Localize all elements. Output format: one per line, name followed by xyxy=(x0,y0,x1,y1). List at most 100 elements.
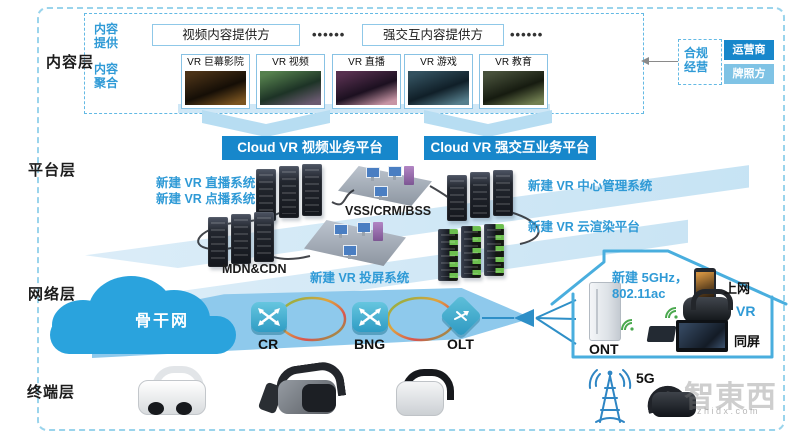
rack-group-video xyxy=(256,164,325,221)
tower-5g-icon xyxy=(588,369,632,423)
rack-group-mgmt xyxy=(447,170,516,221)
thumb-card-game: VR 游戏 xyxy=(404,54,473,109)
wifi-label-line1: 新建 5GHz， xyxy=(612,270,688,285)
olt-switch-icon xyxy=(439,294,483,338)
compliance-arrow-line xyxy=(648,61,678,62)
layer-label-platform: 平台层 xyxy=(28,162,77,179)
backbone-cloud xyxy=(50,316,236,354)
compliance-line1: 合规 xyxy=(684,46,709,60)
thumb-card-cinema: VR 巨幕影院 xyxy=(181,54,250,109)
desktop-pc-icon xyxy=(343,245,357,259)
thumb-label: VR 教育 xyxy=(495,57,532,68)
thumb-image xyxy=(408,71,469,105)
home-wifi-label: 新建 5GHz， 802.11ac xyxy=(612,270,688,302)
label-oss: VSS/CRM/BSS xyxy=(345,204,432,218)
layer-label-network: 网络层 xyxy=(28,286,77,303)
thumb-image xyxy=(336,71,397,105)
server-rack-icon xyxy=(302,164,322,216)
router-bng-icon xyxy=(352,302,388,332)
provider-video-box: 视频内容提供方 xyxy=(152,24,300,46)
desktop-pc-icon xyxy=(388,166,402,180)
desktop-pc-icon xyxy=(366,167,380,181)
ont-label: ONT xyxy=(589,341,619,357)
label-cdn: MDN&CDN xyxy=(222,262,287,276)
thumb-card-education: VR 教育 xyxy=(479,54,548,109)
vr-headset-home-device xyxy=(683,289,733,323)
thumb-label: VR 游戏 xyxy=(420,57,457,68)
thumb-card-video: VR 视频 xyxy=(256,54,325,109)
vr-headset-1 xyxy=(138,366,206,416)
content-aggregate-label: 内容 聚合 xyxy=(94,62,118,90)
server-tower-icon xyxy=(373,222,383,241)
server-rack-icon xyxy=(256,169,276,221)
router-arrows-icon xyxy=(258,308,280,326)
watermark-brand: 智東西 xyxy=(684,381,777,414)
server-rack-icon xyxy=(254,212,274,262)
content-aggregate-line2: 聚合 xyxy=(94,76,119,90)
home-fan-lines xyxy=(535,299,577,345)
thumb-card-live: VR 直播 xyxy=(332,54,401,109)
content-provide-label: 内容 提供 xyxy=(94,22,118,50)
compliance-label: 合规 经营 xyxy=(684,46,708,74)
video-platform-header: Cloud VR 视频业务平台 xyxy=(222,136,398,160)
olt-label: OLT xyxy=(447,336,474,352)
internet-label: 上网 xyxy=(724,281,751,296)
rack-group-cdn xyxy=(208,212,277,267)
thumb-label: VR 巨幕影院 xyxy=(187,57,244,68)
server-rack-icon xyxy=(493,170,513,216)
label-cloud-render: 新建 VR 云渲染平台 xyxy=(528,220,640,234)
server-rack-icon xyxy=(447,175,467,221)
ring-1 xyxy=(277,296,347,342)
wifi-icon-ont xyxy=(621,319,634,331)
compliance-line2: 经营 xyxy=(684,60,709,74)
same-screen-label: 同屏 xyxy=(734,334,761,349)
content-aggregate-line1: 内容 xyxy=(94,62,119,76)
label-screen-cast: 新建 VR 投屏系统 xyxy=(310,271,410,285)
vr-headset-4 xyxy=(643,382,698,418)
headset-front-panel xyxy=(302,384,336,412)
provider-dots-1: •••••• xyxy=(312,27,346,42)
thumb-image xyxy=(185,71,246,105)
layer-label-content: 内容层 xyxy=(46,54,95,71)
interactive-platform-header: Cloud VR 强交互业务平台 xyxy=(424,136,596,160)
content-provide-line2: 提供 xyxy=(94,36,119,50)
bng-label: BNG xyxy=(354,336,386,352)
home-uplink-arrow-icon xyxy=(514,309,534,327)
compliance-arrow-icon xyxy=(641,57,649,65)
desktop-pc-icon xyxy=(374,186,388,200)
server-rack-icon xyxy=(461,226,481,278)
server-rack-icon xyxy=(484,224,504,276)
thumb-image xyxy=(483,71,544,105)
label-vod-system: 新建 VR 点播系统 xyxy=(156,192,256,206)
thumb-label: VR 直播 xyxy=(348,57,385,68)
headset-body xyxy=(652,392,696,417)
licensee-badge: 牌照方 xyxy=(724,64,774,84)
outer-dashed-frame xyxy=(37,7,785,431)
five-g-label: 5G xyxy=(636,370,655,386)
ont-device xyxy=(589,282,621,341)
tv-screen-device xyxy=(676,320,728,352)
layer-label-terminal: 终端层 xyxy=(27,384,76,401)
label-central-mgmt: 新建 VR 中心管理系统 xyxy=(528,179,653,193)
thumb-image xyxy=(260,71,321,105)
olt-to-home-line xyxy=(482,317,514,319)
provider-dots-2: •••••• xyxy=(510,27,544,42)
vr-label: VR xyxy=(736,303,756,319)
server-rack-icon xyxy=(279,166,299,218)
content-provide-line1: 内容 xyxy=(94,22,119,36)
vr-headset-3 xyxy=(394,369,454,417)
cr-label: CR xyxy=(258,336,279,352)
label-live-system: 新建 VR 直播系统 xyxy=(156,176,256,190)
server-rack-icon xyxy=(208,217,228,267)
live-vod-labels: 新建 VR 直播系统 新建 VR 点播系统 xyxy=(156,175,255,207)
operator-badge: 运营商 xyxy=(724,40,774,60)
thumb-label: VR 视频 xyxy=(272,57,309,68)
desktop-pc-icon xyxy=(334,224,348,238)
headset-lens xyxy=(176,402,192,415)
server-rack-icon xyxy=(470,172,490,218)
backbone-label: 骨干网 xyxy=(134,313,189,330)
vr-headset-2 xyxy=(257,359,347,416)
headset-lens xyxy=(148,402,164,415)
compliance-box xyxy=(678,39,722,85)
desktop-pc-icon xyxy=(357,222,371,236)
